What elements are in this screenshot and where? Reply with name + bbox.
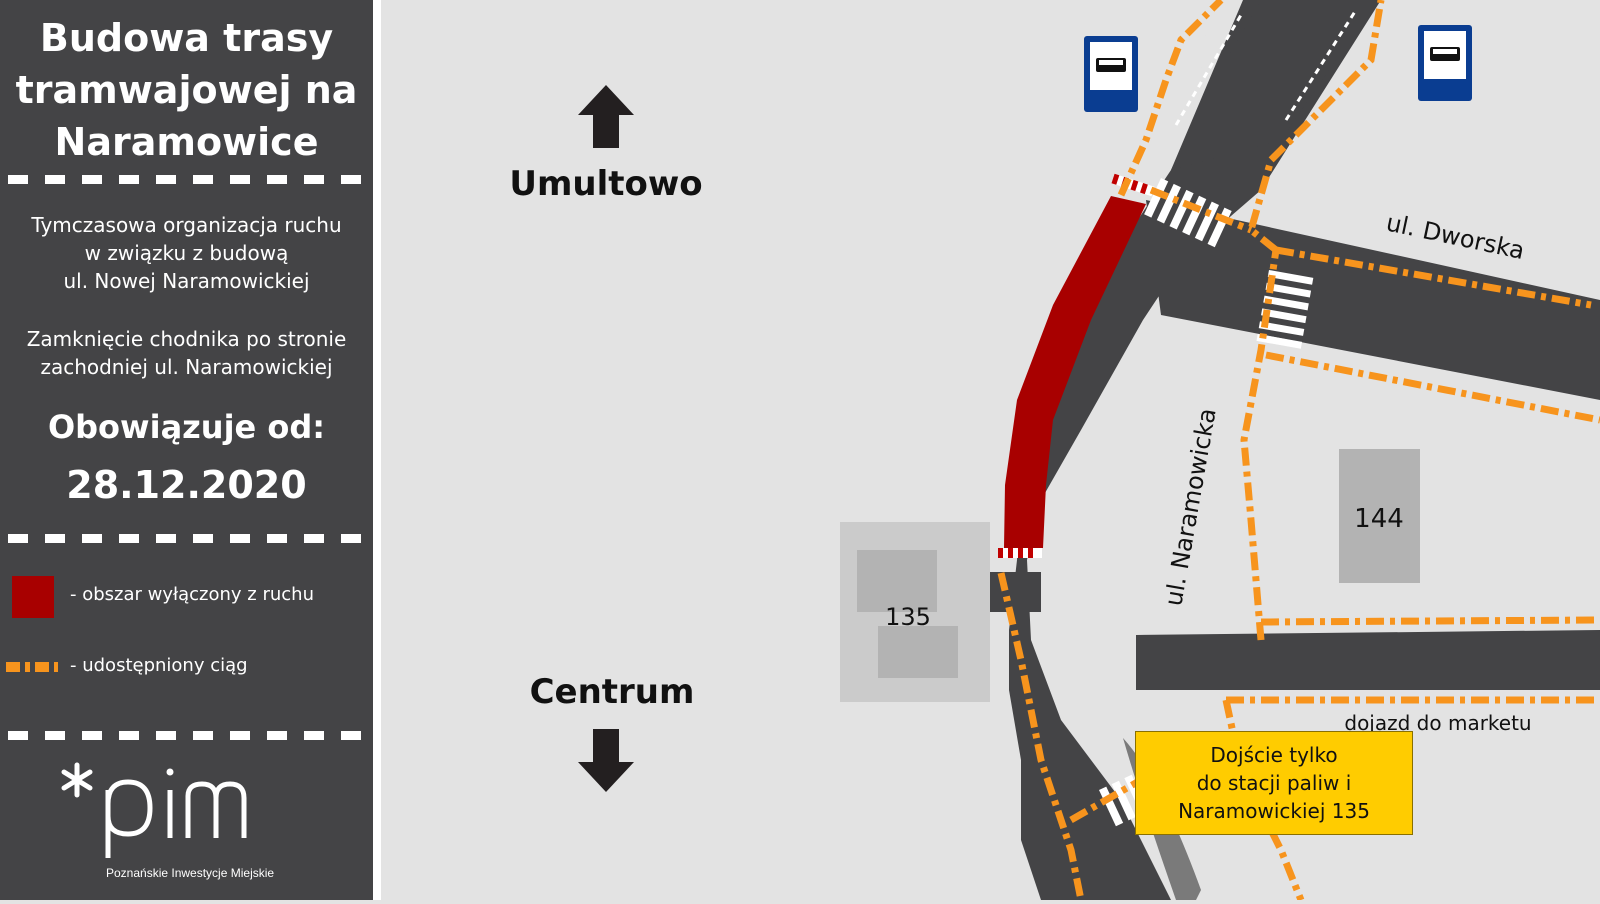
closed-sidewalk <box>1004 196 1146 548</box>
separator <box>373 0 381 900</box>
dworska-road <box>1146 200 1600 400</box>
red-area-swatch <box>12 576 54 618</box>
roads <box>990 0 1600 900</box>
main-road <box>1009 0 1381 900</box>
access-note-text: Dojście tylko do stacji paliw i Naramowi… <box>1178 743 1370 823</box>
road-island <box>1141 30 1216 125</box>
building-135 <box>857 550 937 612</box>
map-area: Umultowo Centrum ul. Naramowicka ul. Dwo… <box>381 0 1600 902</box>
side-access <box>990 572 1041 612</box>
orange-dash-swatch <box>6 662 58 672</box>
pim-logo: Poznańskie Inwestycje Miejskie <box>52 760 332 880</box>
bus-stop-icon <box>1084 36 1138 112</box>
closure-note: Zamknięcie chodnika po stronie zachodnie… <box>26 327 347 379</box>
legend-sidebar: Budowa trasy tramwajowej na Naramowice T… <box>0 0 373 900</box>
pim-logo-caption: Poznańskie Inwestycje Miejskie <box>106 866 275 880</box>
subtitle: Tymczasowa organizacja ruchu w związku z… <box>31 213 342 293</box>
effective-date: 28.12.2020 <box>66 463 307 507</box>
pim-logo-mark <box>61 762 247 858</box>
arrow-down-icon <box>578 729 634 792</box>
arrow-up-icon <box>578 85 634 148</box>
building-144-label: 144 <box>1354 504 1404 534</box>
direction-north-label: Umultowo <box>509 164 702 204</box>
building-144 <box>1339 449 1420 583</box>
effective-label: Obowiązuje od: <box>47 408 326 446</box>
legend-path-label: - udostępniony ciąg <box>70 655 248 676</box>
market-road <box>1136 630 1600 690</box>
bus-stop-icon <box>1418 25 1472 101</box>
direction-south-label: Centrum <box>530 672 695 712</box>
divider <box>8 731 366 740</box>
divider <box>8 534 366 543</box>
map-canvas: Umultowo Centrum ul. Naramowicka ul. Dwo… <box>381 0 1600 902</box>
buildings <box>840 449 1420 702</box>
access-note: Dojście tylko do stacji paliw i Naramowi… <box>1135 731 1413 835</box>
building-135-annex <box>878 626 958 678</box>
building-135-label: 135 <box>885 603 931 631</box>
divider <box>8 175 366 184</box>
legend-closed-label: - obszar wyłączony z ruchu <box>70 584 314 605</box>
fork-branch <box>1171 0 1366 170</box>
map-title: Budowa trasy tramwajowej na Naramowice <box>15 16 358 164</box>
